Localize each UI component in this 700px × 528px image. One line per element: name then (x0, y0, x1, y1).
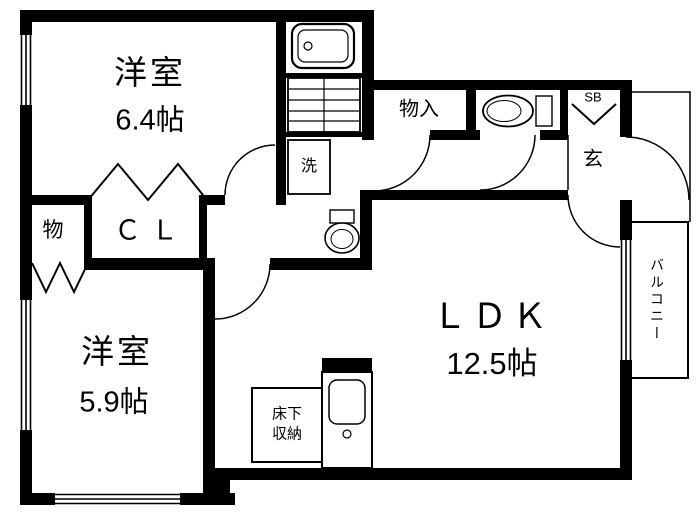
wash-basin-icon (324, 209, 360, 254)
wall (372, 190, 568, 200)
wall (620, 200, 632, 240)
entrance-label: 玄 (583, 148, 603, 171)
window-room2-bottom (55, 493, 180, 505)
wall (199, 195, 207, 270)
balcony-outline (632, 221, 689, 379)
wall (20, 493, 55, 505)
windows (20, 35, 632, 505)
kitchen-sink-icon (321, 371, 373, 469)
porch-outline (632, 91, 691, 222)
wall (203, 270, 215, 505)
wall (286, 73, 362, 78)
wall (84, 195, 92, 270)
ldk-name-label: ＬＤＫ (431, 296, 553, 336)
stairs-icon (287, 77, 361, 133)
storage-left-label: 物 (42, 218, 64, 242)
wall (230, 468, 632, 480)
walls (20, 10, 632, 505)
door-arc-toilet (479, 134, 536, 191)
wall (620, 360, 632, 480)
door-arc-room2-hall (214, 263, 271, 320)
underfloor-storage-label-2: 収納 (271, 425, 303, 443)
laundry-label: 洗 (300, 157, 318, 175)
room2-size-label: 5.9帖 (79, 386, 149, 419)
wall (286, 132, 362, 137)
bathtub-icon (290, 22, 356, 70)
window-ldk-balcony (620, 240, 632, 360)
storage-hall-label: 物入 (399, 98, 439, 121)
balcony-label: バルコニー (649, 257, 666, 343)
wall (560, 88, 568, 135)
wall (360, 190, 372, 270)
wall (322, 358, 372, 372)
door-arc-storage-hall (373, 134, 431, 192)
wall (540, 130, 568, 140)
room1-size-label: 6.4帖 (115, 104, 185, 137)
wall (270, 258, 368, 270)
wall (362, 80, 632, 90)
ldk-size-label: 12.5帖 (446, 346, 538, 382)
underfloor-storage-box (251, 387, 323, 463)
wall (207, 195, 225, 205)
wall (466, 88, 476, 140)
wall (276, 10, 286, 205)
closet-label: ＣＬ (114, 215, 188, 246)
folding-doors (31, 103, 617, 295)
wall (20, 195, 88, 205)
wall (362, 10, 374, 140)
shoebox-chevron-icon (571, 103, 617, 126)
toilet-icon (482, 94, 553, 128)
window-room2-left (20, 300, 32, 430)
door-arc-ldk (567, 194, 621, 248)
room2-name-label: 洋室 (81, 333, 153, 371)
wall (88, 258, 215, 270)
wall (620, 80, 632, 137)
washing-machine-icon (287, 139, 331, 195)
room1-name-label: 洋室 (114, 54, 186, 92)
window-room1-left (20, 35, 32, 105)
underfloor-storage-label-1: 床下 (271, 405, 303, 423)
doors (214, 134, 690, 320)
wall (430, 130, 466, 140)
wall (20, 10, 374, 22)
storage-folding-door-icon (31, 260, 89, 295)
door-arc-room1 (224, 144, 276, 196)
wall (20, 430, 32, 505)
door-arc-entrance (625, 136, 690, 201)
shoebox-label: SB (584, 89, 602, 105)
closet-folding-door-icon (87, 162, 208, 202)
